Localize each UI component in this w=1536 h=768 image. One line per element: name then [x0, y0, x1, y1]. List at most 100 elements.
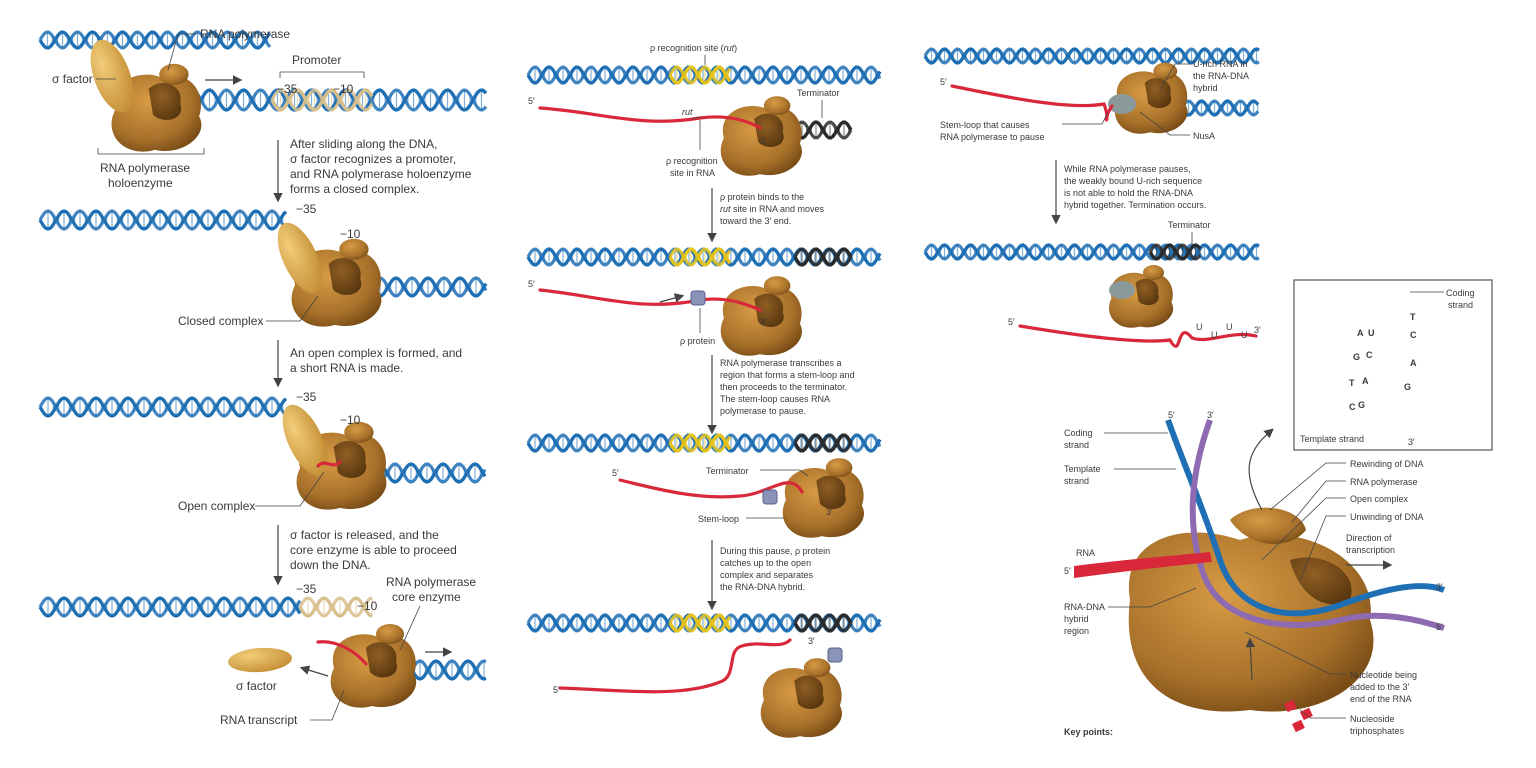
label-minus10-c: −10 — [340, 413, 361, 427]
nucleotide-line-3: end of the RNA — [1350, 694, 1412, 704]
label-rho-protein: ρ protein — [680, 336, 715, 346]
label-u-4: U — [1241, 330, 1248, 340]
label-3prime-g: 3′ — [1436, 582, 1443, 592]
inset-template: Template strand — [1300, 434, 1364, 444]
p2-rna-released — [558, 638, 792, 694]
dna-p2-row-0 — [526, 65, 882, 85]
p3-step1-line-3: is not able to hold the RNA-DNA — [1064, 188, 1193, 198]
ntp-line-2: triphosphates — [1350, 726, 1405, 736]
enzyme-cleft — [754, 293, 784, 327]
holoenzyme — [111, 63, 202, 152]
dna-strand — [668, 433, 732, 453]
label-5prime-i: 5′ — [1436, 622, 1443, 632]
cod-base-g: G — [1404, 382, 1411, 392]
direction-line-2: transcription — [1346, 545, 1395, 555]
urich-line-1: U-rich RNA in — [1193, 59, 1248, 69]
dna-top-left — [38, 30, 272, 50]
label-5prime-c: 5′ — [612, 468, 619, 478]
rut-dna-0 — [668, 65, 732, 85]
dna-strand — [1148, 243, 1202, 261]
tpl-base-a: A — [1357, 328, 1364, 338]
ntp-shape-0 — [1284, 699, 1297, 713]
dna-helices — [38, 30, 1260, 681]
label-sigma-factor: σ factor — [52, 72, 93, 86]
dna-strand — [38, 30, 272, 50]
rna-base-g: G — [1358, 400, 1365, 410]
enzyme-cleft — [1135, 278, 1159, 306]
dna-promoter — [148, 88, 488, 112]
step2-line-2: a short RNA is made. — [290, 361, 403, 375]
rut-dna-1 — [668, 247, 732, 267]
big-enzyme-lobe — [1230, 507, 1306, 544]
tpl-base-c: C — [1349, 402, 1356, 412]
dna-strand — [38, 209, 288, 231]
ntp-shape-1 — [1300, 707, 1313, 721]
step3-line-2: core enzyme is able to proceed — [290, 543, 457, 557]
big-enzyme-cleft — [1290, 557, 1352, 605]
label-5prime-d: 5′ — [553, 685, 560, 695]
label-terminator-b: Terminator — [706, 466, 749, 476]
leader-line — [1244, 631, 1346, 675]
cod-base-t: T — [1410, 312, 1416, 322]
label-u-3: U — [1226, 322, 1233, 332]
p2-step2-line-1: RNA polymerase transcribes a — [720, 358, 842, 368]
p2-rna-2 — [538, 288, 762, 312]
p3-enzyme-1 — [1114, 62, 1188, 134]
label-u-2: U — [1211, 330, 1218, 340]
dna-strand — [923, 243, 1260, 261]
label-open-complex: Open complex — [178, 499, 255, 513]
dna-strand — [923, 47, 1260, 65]
p3-rna-1 — [950, 84, 1114, 122]
coding-line-1: Coding — [1064, 428, 1093, 438]
p2-step3-line-1: During this pause, ρ protein — [720, 546, 830, 556]
promoter-region-released — [298, 596, 373, 618]
holoenzyme-bracket — [97, 148, 205, 155]
label-terminator-c: Terminator — [1168, 220, 1211, 230]
leader-line — [310, 689, 345, 721]
dna-strand — [148, 88, 488, 112]
label-u-1: U — [1196, 322, 1203, 332]
step1-line-1: After sliding along the DNA, — [290, 137, 437, 151]
p2-enzyme-1 — [720, 96, 802, 176]
enzyme-lobe — [763, 96, 791, 116]
core-enzyme — [330, 624, 417, 708]
leader-line — [691, 116, 701, 120]
enzyme-lobe — [1153, 62, 1178, 80]
nucleotide-line-2: added to the 3′ — [1350, 682, 1410, 692]
enzyme-lobe — [825, 458, 853, 478]
tpl-base-g: G — [1353, 352, 1360, 362]
enzyme-cleft — [1144, 78, 1172, 109]
label-minus10-d: −10 — [357, 599, 378, 613]
dna-strand — [793, 613, 853, 633]
p2-step2-line-4: The stem-loop causes RNA — [720, 394, 830, 404]
label-holoenzyme-2: holoenzyme — [108, 176, 173, 190]
dna-strand — [38, 396, 288, 418]
dna-strand — [38, 396, 288, 418]
dna-core-left — [38, 596, 302, 618]
rna-transcript-shape — [316, 640, 368, 666]
label-3prime-e: 3′ — [1254, 325, 1261, 335]
p2-rna-1 — [538, 106, 762, 130]
leader-line — [1108, 587, 1197, 608]
zoom-inset-box — [1293, 279, 1493, 451]
leader-line — [1299, 709, 1346, 719]
label-5prime-f: 5′ — [1008, 317, 1015, 327]
dna-strand — [923, 243, 1260, 261]
enzyme-cleft — [794, 675, 824, 709]
arrow-ntp-entry — [1245, 637, 1256, 681]
dna-strand — [38, 209, 288, 231]
leader-line — [399, 605, 421, 651]
label-unwinding: Unwinding of DNA — [1350, 512, 1424, 522]
leader-line — [1299, 515, 1346, 581]
enzyme-cleft — [366, 642, 397, 678]
dna-strand — [298, 596, 373, 618]
cod-base-c: C — [1410, 330, 1417, 340]
dna-strand — [793, 120, 853, 140]
label-3prime-f: 3′ — [1207, 410, 1214, 420]
dna-strand — [668, 247, 732, 267]
leader-line — [1261, 497, 1346, 561]
enzyme-cleft — [333, 441, 367, 478]
label-rewinding: Rewinding of DNA — [1350, 459, 1424, 469]
p2-step2-line-5: polymerase to pause. — [720, 406, 806, 416]
